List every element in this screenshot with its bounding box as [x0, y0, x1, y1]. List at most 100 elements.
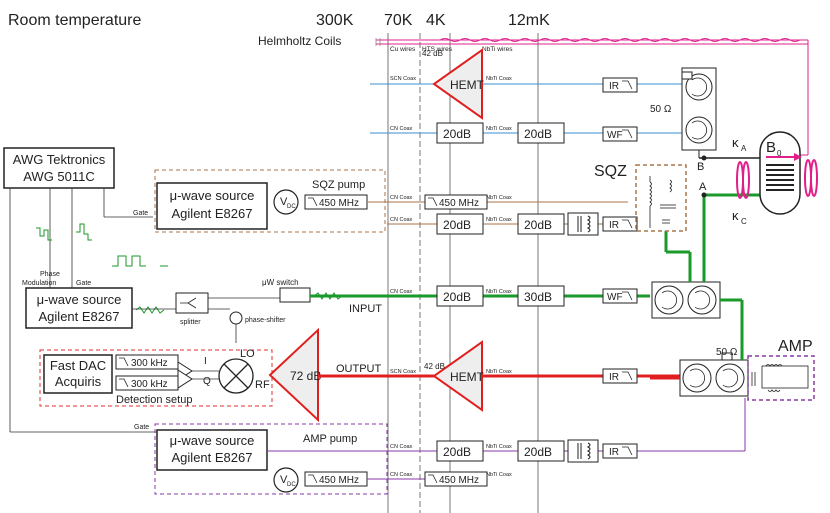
- svg-text:WF: WF: [607, 292, 623, 303]
- amp-circuit: [751, 364, 809, 392]
- amp-q: [177, 369, 193, 389]
- gate-label-sqz: Gate: [133, 210, 148, 217]
- awg-wires: [9, 188, 157, 433]
- input-source-line2: Agilent E8267: [39, 309, 120, 324]
- hemt-output-gain: 42 dB: [424, 362, 445, 371]
- gate-label-input: Gate: [76, 280, 91, 287]
- nbti-coax-2: NbTi Coax: [486, 126, 512, 132]
- output-label: OUTPUT: [336, 363, 382, 375]
- sqz-pump-dashed: [154, 169, 386, 233]
- hemt-top-label: HEMT: [450, 78, 485, 92]
- vdc-amp-sub: DC: [287, 482, 296, 488]
- input-wires: [208, 288, 281, 343]
- node-a: A: [699, 181, 707, 193]
- svg-text:20dB: 20dB: [443, 445, 471, 459]
- b0-sub: 0: [777, 149, 782, 158]
- att-30db-input: [517, 285, 565, 307]
- svg-text:30dB: 30dB: [524, 290, 552, 304]
- nbti-coax-7: NbTi Coax: [486, 444, 512, 450]
- scn-coax-1: SCN Coax: [390, 76, 416, 82]
- phase-shifter-label: phase-shifter: [245, 317, 286, 324]
- amp-label: AMP: [778, 338, 813, 355]
- svg-text:WF: WF: [607, 130, 623, 141]
- rf-label: RF: [255, 379, 270, 391]
- lp-300k-q-label: 300 kHz: [131, 379, 168, 390]
- att-20db-input: [436, 285, 484, 307]
- svg-text:IR: IR: [609, 372, 619, 383]
- uw-switch-box: [279, 287, 311, 303]
- nbti-coax-3: NbTi Coax: [486, 195, 512, 201]
- att-20db-amp-a: [436, 440, 484, 462]
- kappa-c: κ: [732, 208, 739, 223]
- splitter-box: [175, 292, 209, 314]
- nbti-coax-6: NbTi Coax: [486, 369, 512, 375]
- phase-shifter-icon: [229, 311, 243, 325]
- nbti-coax-5: NbTi Coax: [486, 289, 512, 295]
- pulse-waveforms: [36, 223, 168, 267]
- input-source-box: [25, 287, 133, 329]
- gate-label-amp: Gate: [134, 424, 149, 431]
- vdc-sqz-label: V: [280, 196, 288, 208]
- ohm50-output: 50 Ω: [716, 347, 738, 358]
- helmholtz-terminals: [375, 38, 381, 46]
- sqz-label: SQZ: [594, 163, 627, 180]
- nbti-wires-label: NbTi wires: [482, 46, 513, 53]
- dac-line2: Acquiris: [55, 374, 102, 389]
- lp-450-amp: [424, 471, 488, 487]
- svg-text:IR: IR: [609, 447, 619, 458]
- nbti-coax-8: NbTi Coax: [486, 472, 512, 478]
- b0-label: B: [766, 139, 776, 156]
- cu-wires-label: Cu wires: [390, 46, 416, 53]
- q-label: Q: [203, 376, 211, 387]
- svg-text:20dB: 20dB: [443, 218, 471, 232]
- svg-text:20dB: 20dB: [524, 445, 552, 459]
- sqz-source-line2: Agilent E8267: [172, 206, 253, 221]
- node-b: B: [697, 161, 704, 173]
- amp-pump-caption: AMP pump: [303, 433, 357, 445]
- bias-tee-sqz: [567, 212, 599, 236]
- vdc-source-sqz: [273, 189, 299, 215]
- svg-text:IR: IR: [609, 81, 619, 92]
- amp-72-label: 72 dB: [290, 369, 321, 383]
- att-20db-line2-a: [436, 122, 484, 144]
- temp-300k: 300K: [316, 12, 354, 29]
- kappa-a: κ: [732, 135, 739, 150]
- temp-70k: 70K: [384, 12, 413, 29]
- helmholtz-wire: [376, 38, 809, 156]
- input-label: INPUT: [349, 303, 382, 315]
- phase-mod-label-1: Phase: [40, 271, 60, 278]
- cavity-stripes: [766, 164, 794, 191]
- kappa-c-sub: C: [741, 217, 747, 226]
- sqz-pump-caption: SQZ pump: [312, 179, 365, 191]
- detection-caption: Detection setup: [116, 394, 192, 406]
- room-temperature-label: Room temperature: [8, 12, 141, 29]
- cavity: [759, 131, 801, 215]
- vdc-amp-label: V: [280, 474, 288, 486]
- sqz-circuit: [649, 176, 676, 228]
- temp-4k: 4K: [426, 12, 446, 29]
- kappa-a-sub: A: [741, 144, 747, 153]
- amp-source-line1: μ-wave source: [170, 433, 255, 448]
- att-20db-amp-b: [517, 440, 565, 462]
- att-20db-sqz-b: [517, 213, 565, 235]
- att-20db-line2-b: [517, 122, 565, 144]
- awg-line1: AWG Tektronics: [13, 152, 106, 167]
- vdc-sqz-sub: DC: [287, 204, 296, 210]
- lp-sqz-source-label: 450 MHz: [319, 198, 359, 209]
- svg-text:IR: IR: [609, 220, 619, 231]
- svg-text:450 MHz: 450 MHz: [439, 475, 479, 486]
- amp-source-line2: Agilent E8267: [172, 450, 253, 465]
- green-interconnect: [650, 193, 760, 380]
- dac-line1: Fast DAC: [50, 358, 106, 373]
- amp-pump-dashed: [154, 423, 388, 495]
- cn-coax-2: CN Coax: [390, 126, 413, 132]
- svg-text:20dB: 20dB: [524, 127, 552, 141]
- hemt-top-gain: 42 dB: [422, 49, 443, 58]
- svg-text:450 MHz: 450 MHz: [439, 198, 479, 209]
- awg-line2: AWG 5011C: [23, 169, 95, 184]
- awg-box: [3, 147, 115, 189]
- svg-text:20dB: 20dB: [443, 290, 471, 304]
- i-label: I: [204, 356, 207, 367]
- scn-coax-6: SCN Coax: [390, 369, 416, 375]
- cn-coax-3: CN Coax: [390, 195, 413, 201]
